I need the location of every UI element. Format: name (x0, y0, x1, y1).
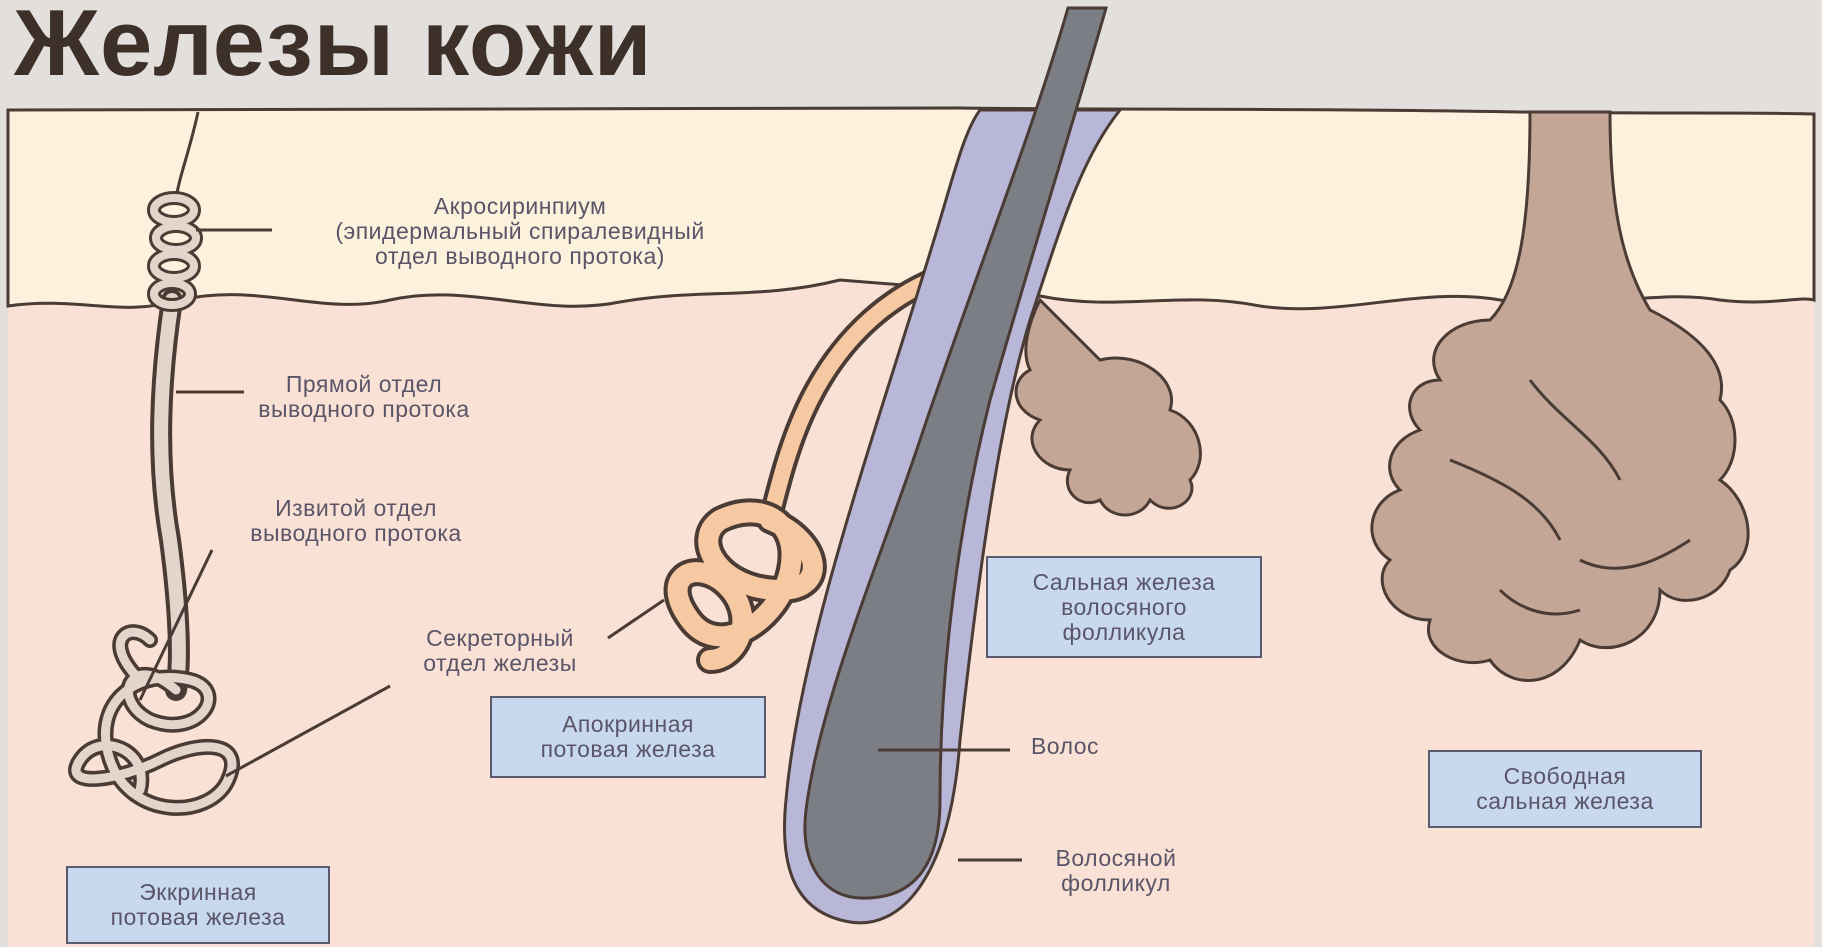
follicle-sebaceous-box: Сальная железа волосяного фолликула (986, 556, 1262, 658)
eccrine-gland-box: Эккринная потовая железа (66, 866, 330, 944)
acrosyringium-label: Акросиринпиум (эпидермальный спиралевидн… (270, 194, 770, 269)
hair-label: Волос (1010, 734, 1120, 759)
secretory-label: Секреторный отдел железы (380, 626, 620, 676)
apocrine-gland-box: Апокринная потовая железа (490, 696, 766, 778)
free-sebaceous-box: Свободная сальная железа (1428, 750, 1702, 828)
hair-follicle-label: Волосяной фолликул (1016, 846, 1216, 896)
coiled-duct-label: Извитой отдел выводного протока (206, 496, 506, 546)
straight-duct-label: Прямой отдел выводного протока (214, 372, 514, 422)
